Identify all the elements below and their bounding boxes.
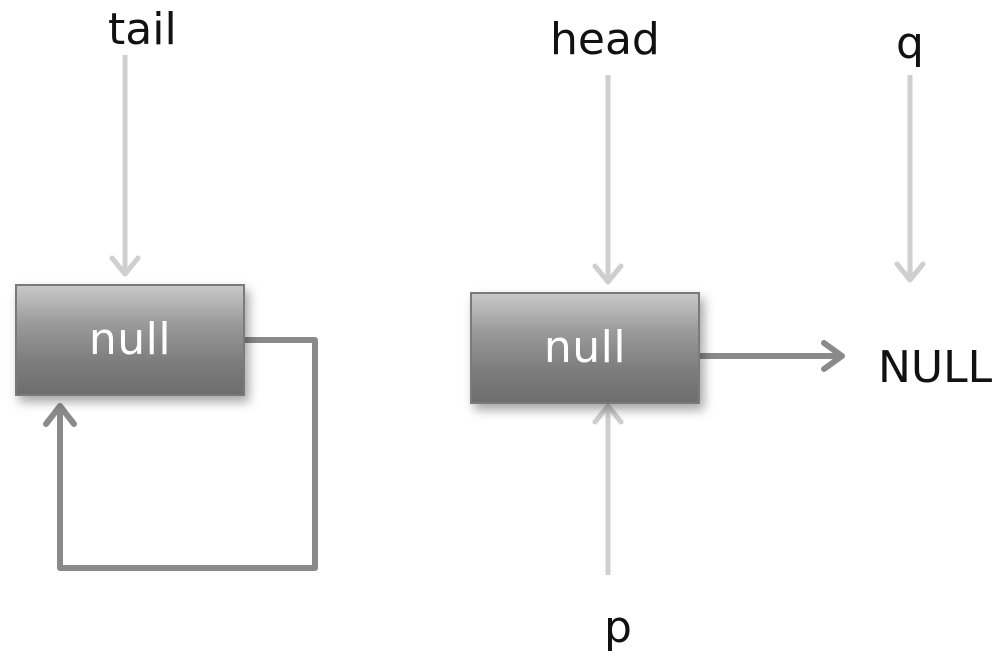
next-link-arrow xyxy=(700,340,845,372)
tail-label: tail xyxy=(108,4,177,55)
left-list-node: null xyxy=(15,284,245,396)
tail-pointer-arrow xyxy=(109,55,141,277)
p-pointer-arrow xyxy=(592,403,624,575)
null-terminator-label: NULL xyxy=(878,342,993,393)
right-node-value: null xyxy=(543,322,627,373)
head-label: head xyxy=(550,14,660,65)
p-label: p xyxy=(604,602,632,653)
right-list-node: null xyxy=(470,292,700,404)
self-loop-arrow xyxy=(43,337,318,571)
left-node-value: null xyxy=(88,314,172,365)
head-pointer-arrow xyxy=(592,75,624,285)
q-pointer-arrow xyxy=(894,75,926,283)
q-label: q xyxy=(896,18,924,69)
